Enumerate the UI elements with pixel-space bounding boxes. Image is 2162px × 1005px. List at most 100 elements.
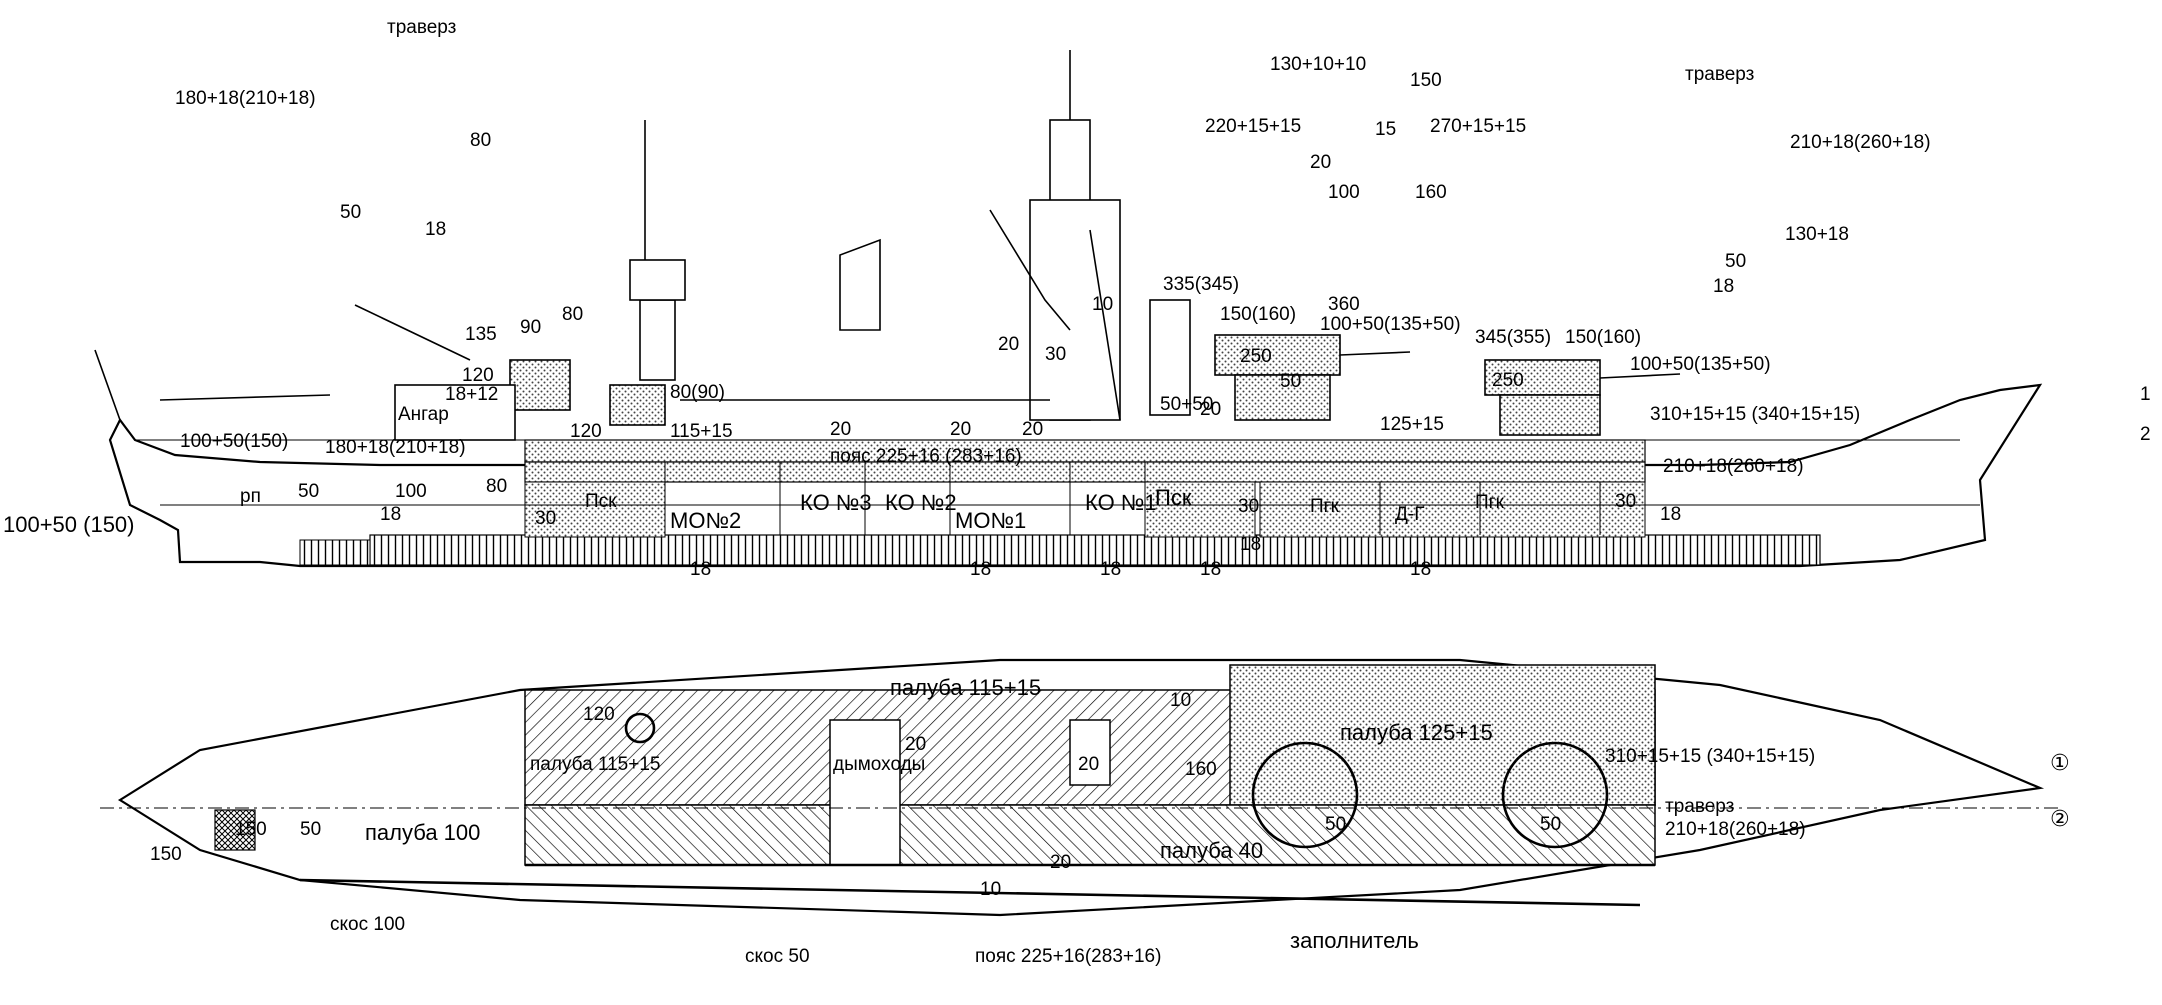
fwd-section-label-1: 180+18(210+18) [175, 88, 316, 109]
plan-label-10: 310+15+15 (340+15+15) [1605, 746, 1815, 767]
hull-label-24: Д-Г [1395, 504, 1424, 525]
hull-label-17: 80 [486, 476, 507, 497]
turret-label-4: 18+12 [445, 384, 498, 405]
hull-label-18: 18 [380, 504, 401, 525]
hull-label-27: 18 [1660, 504, 1681, 525]
plan-label-20: 50 [1325, 814, 1346, 835]
plan-label-26: ① [2050, 750, 2070, 775]
compartment-ko1: КО №1 [1085, 490, 1157, 515]
compartment-ko2: КО №2 [885, 490, 957, 515]
turret-label-6: Ангар [398, 404, 449, 425]
turret-label-12: 150(160) [1220, 304, 1296, 325]
tower-label-6: 20 [1310, 152, 1331, 173]
plan-label-17: палуба 40 [1160, 838, 1263, 863]
turret-label-2: 90 [520, 317, 541, 338]
hull-label-12: 210+18(260+18) [1663, 456, 1804, 477]
turret-label-13: 360 [1328, 294, 1360, 315]
hull-label-8: 20 [1200, 399, 1221, 420]
turret-label-3: 80 [562, 304, 583, 325]
turret-label-17: 50+50 [1160, 394, 1213, 415]
turret-label-1: 135 [465, 324, 497, 345]
plan-label-18: 20 [1050, 852, 1071, 873]
turret-label-7: 80(90) [670, 382, 725, 403]
fwd-section-label-3: 50 [340, 202, 361, 223]
turret-label-19: 150(160) [1565, 327, 1641, 348]
aft-section-label-4: 18 [1713, 276, 1734, 297]
aft-section-label-2: 130+18 [1785, 224, 1849, 245]
turret-label-18: 345(355) [1475, 327, 1551, 348]
side-elevation: траверз 180+18(210+18) 80 50 18 траверз … [3, 17, 2151, 580]
hull-label-10: 125+15 [1380, 414, 1444, 435]
bottom-label-3: 18 [1100, 559, 1121, 580]
hull-label-1: 100+50(150) [180, 431, 288, 452]
plan-label-22: скос 100 [330, 914, 405, 935]
fwd-section-label-4: 18 [425, 219, 446, 240]
plan-label-25: заполнитель [1290, 928, 1419, 953]
hull-label-3: 115+15 [670, 421, 733, 442]
fwd-section-title: траверз [387, 17, 456, 38]
hull-label-14: рп [240, 486, 261, 507]
tower-label-5: 270+15+15 [1430, 116, 1526, 137]
turret-label-10: 10 [1092, 294, 1113, 315]
hull-label-4: 120 [570, 421, 602, 442]
hull-label-7: 20 [1022, 419, 1043, 440]
plan-label-15: 50 [300, 819, 321, 840]
compartment-ko3: КО №3 [800, 490, 872, 515]
turret-label-9: 30 [1045, 344, 1066, 365]
aft-section-title: траверз [1685, 64, 1754, 85]
compartment-mo2: МО№2 [670, 508, 741, 533]
hull-label-5: 20 [830, 419, 851, 440]
bottom-label-2: 18 [970, 559, 991, 580]
plan-view [100, 658, 2060, 917]
hull-label-16: 100 [395, 481, 427, 502]
belt-label: пояс 225+16 (283+16) [830, 446, 1022, 467]
plan-label-27: ② [2050, 806, 2070, 831]
tower-label-2: 150 [1410, 70, 1442, 91]
plan-label-11: траверз [1665, 796, 1734, 817]
turret-label-14: 100+50(135+50) [1320, 314, 1461, 335]
turret-label-11: 335(345) [1163, 274, 1239, 295]
plan-label-7: 20 [1078, 754, 1099, 775]
plan-label-16: палуба 100 [365, 820, 480, 845]
hull-label-13: 100+50 (150) [3, 512, 135, 537]
compartment-psk: Пск [1155, 485, 1192, 510]
hull-label-22: 30 [1238, 496, 1259, 517]
waterline-mark-2: 2 [2140, 424, 2151, 445]
hull-label-15: 50 [298, 481, 319, 502]
turret-label-8: 20 [998, 334, 1019, 355]
turret-label-16: 50 [1280, 371, 1301, 392]
plan-label-19: 10 [980, 879, 1001, 900]
plan-label-5: 20 [905, 734, 926, 755]
plan-label-6: дымоходы [833, 754, 925, 775]
hull-label-23: Пгк [1310, 496, 1340, 517]
waterline-mark-1: 1 [2140, 384, 2151, 405]
aft-section-label-1: 210+18(260+18) [1790, 132, 1931, 153]
aft-section-label-3: 50 [1725, 251, 1746, 272]
tower-label-1: 130+10+10 [1270, 54, 1366, 75]
compartment-mo1: МО№1 [955, 508, 1026, 533]
bottom-label-1: 18 [690, 559, 711, 580]
plan-label-1: палуба 115+15 [890, 675, 1041, 700]
plan-label-3: 120 [583, 704, 615, 725]
plan-label-23: скос 50 [745, 946, 810, 967]
tower-label-8: 160 [1415, 182, 1447, 203]
hull-label-11: 310+15+15 (340+15+15) [1650, 404, 1860, 425]
hull-label-25: Пгк [1475, 492, 1505, 513]
hull-label-2: 180+18(210+18) [325, 437, 466, 458]
hull-label-26: 30 [1615, 491, 1636, 512]
tower-label-3: 220+15+15 [1205, 116, 1301, 137]
turret-label-21: 250 [1492, 370, 1524, 391]
turret-label-15: 250 [1240, 346, 1272, 367]
bottom-label-4: 18 [1200, 559, 1221, 580]
hull-label-21: 18 [1240, 534, 1261, 555]
plan-label-8: 160 [1185, 759, 1217, 780]
plan-label-2: 10 [1170, 690, 1191, 711]
plan-label-13: 150 [150, 844, 182, 865]
plan-label-12: 210+18(260+18) [1665, 819, 1806, 840]
tower-label-7: 100 [1328, 182, 1360, 203]
plan-label-21: 50 [1540, 814, 1561, 835]
tower-label-4: 15 [1375, 119, 1396, 140]
turret-label-20: 100+50(135+50) [1630, 354, 1771, 375]
